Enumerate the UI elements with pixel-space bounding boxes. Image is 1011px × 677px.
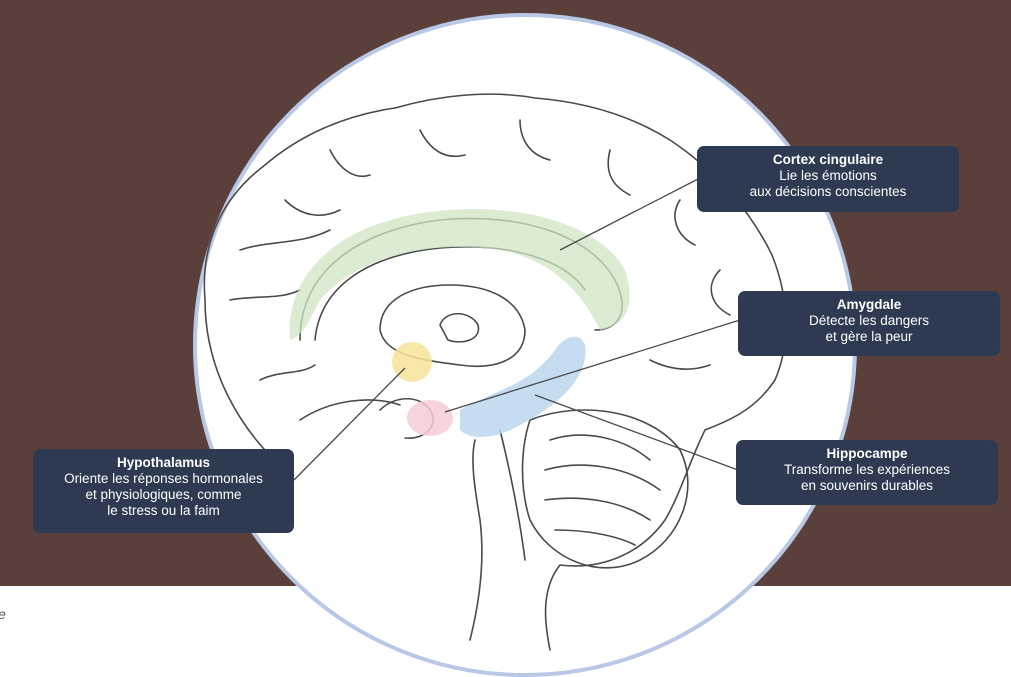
sulcus-10 [285, 200, 340, 215]
hippocampus-region [460, 337, 586, 437]
sulcus-2 [230, 290, 300, 300]
temporal-curve [300, 400, 400, 420]
connector-hippocampus [535, 395, 738, 470]
thalamus [440, 314, 479, 342]
label-hippocampe: Hippocampe Transforme les expériences en… [736, 440, 998, 505]
cerebellum-folds-2 [545, 465, 660, 490]
sulcus-8 [711, 270, 730, 315]
label-cortex-desc: Lie les émotions aux décisions conscient… [705, 168, 951, 200]
cerebellum-outline [523, 410, 688, 568]
sulcus-5 [520, 120, 550, 160]
sulcus-3 [330, 150, 370, 176]
label-hypothalamus: Hypothalamus Oriente les réponses hormon… [33, 449, 294, 533]
label-hippocampe-desc: Transforme les expériences en souvenirs … [744, 462, 990, 494]
cerebellum-folds-3 [545, 498, 650, 520]
cingulate-region [290, 209, 630, 340]
label-hippocampe-title: Hippocampe [744, 446, 990, 462]
label-cortex-cingulaire: Cortex cingulaire Lie les émotions aux d… [697, 146, 959, 212]
connector-hypothalamus [294, 368, 405, 480]
label-hypothalamus-desc: Oriente les réponses hormonales et physi… [41, 471, 286, 519]
brainstem-inner [500, 430, 525, 560]
amygdala-region [407, 400, 453, 436]
label-cortex-title: Cortex cingulaire [705, 152, 951, 168]
sulcus-9 [260, 365, 315, 380]
sulcus-11 [650, 360, 710, 369]
label-amygdale-title: Amygdale [746, 297, 992, 313]
cerebellum-folds-1 [550, 435, 650, 460]
cerebellum-folds-4 [555, 530, 635, 545]
label-amygdale: Amygdale Détecte les dangers et gère la … [738, 291, 1000, 356]
connector-cortex [560, 178, 700, 250]
label-hypothalamus-title: Hypothalamus [41, 455, 286, 471]
sulcus-1 [240, 230, 330, 250]
sulcus-7 [675, 200, 695, 245]
brainstem-outline [470, 440, 482, 640]
label-amygdale-desc: Détecte les dangers et gère la peur [746, 313, 992, 345]
sulcus-4 [420, 130, 465, 156]
hypothalamus-region [392, 342, 432, 382]
sulcus-6 [608, 150, 630, 195]
